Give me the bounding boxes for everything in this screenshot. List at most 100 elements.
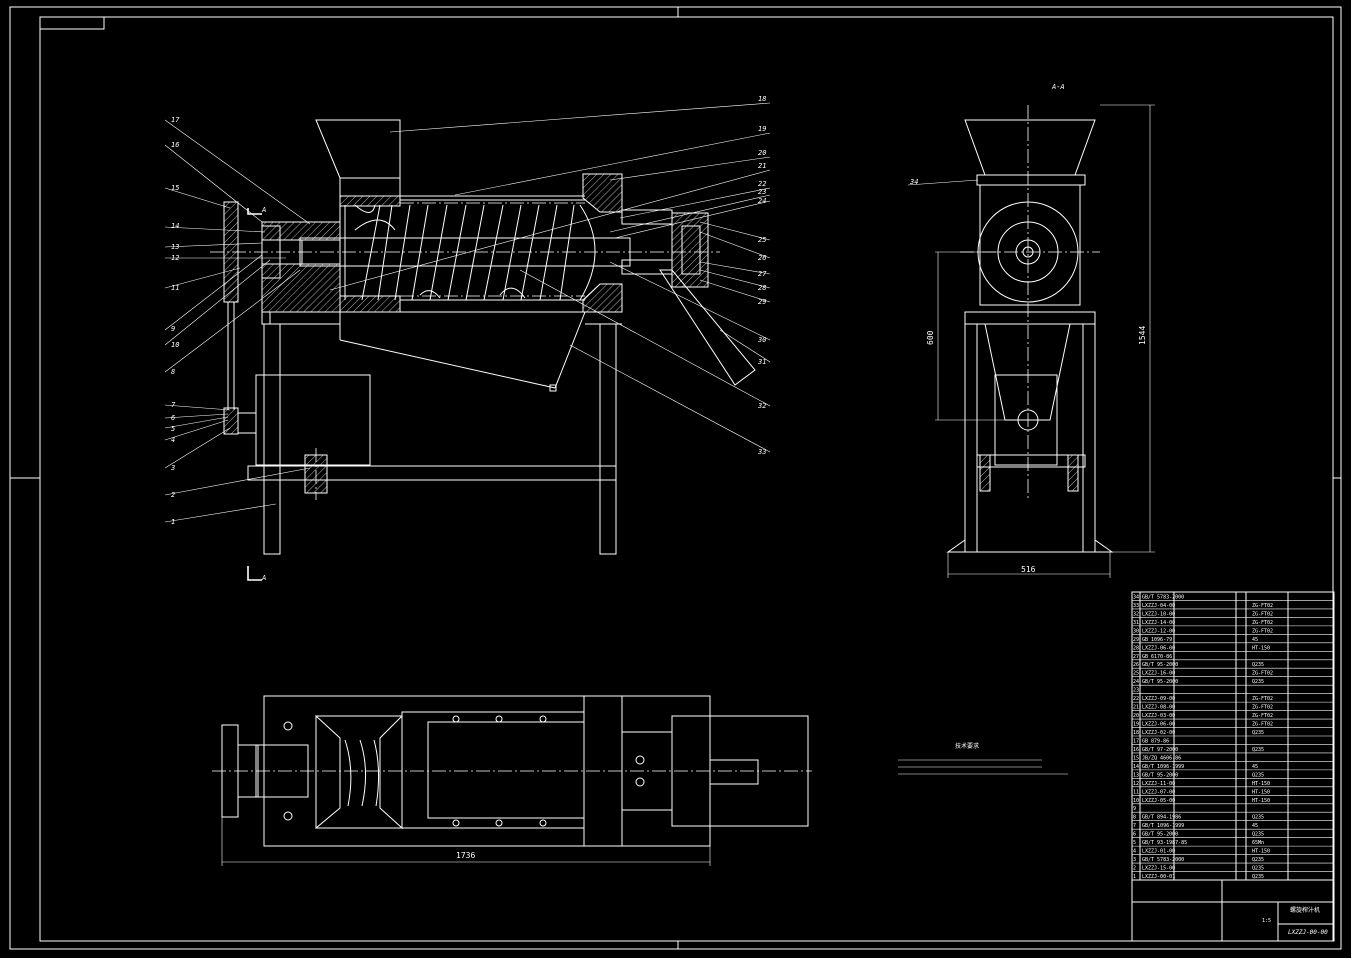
parts-row-no: 34: [1133, 594, 1139, 600]
section-label-a-a: A-A: [1051, 83, 1065, 91]
callout-19: 19: [758, 125, 766, 133]
parts-row-code: GB/T 5783-2000: [1142, 857, 1184, 863]
parts-row-no: 33: [1133, 603, 1139, 609]
parts-row-code: LXZZJ-07-00: [1142, 789, 1175, 795]
parts-row-code: GB/T 95-2000: [1142, 662, 1178, 668]
parts-row-no: 31: [1133, 620, 1139, 626]
callout-31: 31: [757, 358, 766, 366]
parts-row-code: LXZZJ-10-00: [1142, 611, 1175, 617]
parts-row-no: 24: [1133, 679, 1139, 685]
parts-row-code: LXZZJ-14-00: [1142, 620, 1175, 626]
parts-row-material: HT-150: [1252, 849, 1270, 855]
title-drawing-name: 螺旋榨汁机: [1290, 906, 1320, 914]
parts-row-no: 22: [1133, 696, 1139, 702]
parts-row-no: 18: [1133, 730, 1139, 736]
callout-26: 26: [758, 254, 766, 262]
callout-labels-left: 1 2 3 4 5 6 7 8 9 10 11 12 13 14 15 16 1…: [170, 116, 180, 526]
parts-row-code: GB 6170-86: [1142, 654, 1172, 660]
parts-row-code: LXZZJ-09-00: [1142, 696, 1175, 702]
callouts-left: [164, 119, 311, 523]
parts-row-no: 7: [1133, 823, 1136, 829]
parts-row-material: Q235: [1252, 772, 1264, 778]
front-section-view: [210, 119, 756, 581]
callout-23: 23: [758, 188, 766, 196]
parts-row-no: 32: [1133, 611, 1139, 617]
parts-row-no: 6: [1133, 832, 1136, 838]
parts-row-code: LXZZJ-06-00: [1142, 722, 1175, 728]
callout-7: 7: [171, 401, 176, 409]
parts-row-material: HT-150: [1252, 789, 1270, 795]
callout-11: 11: [171, 284, 179, 292]
callout-18: 18: [758, 95, 766, 103]
parts-row-code: LXZZJ-15-00: [1142, 866, 1175, 872]
parts-row-no: 29: [1133, 637, 1139, 643]
parts-row-code: LXZZJ-00-01: [1142, 874, 1175, 880]
parts-row-no: 14: [1133, 764, 1139, 770]
parts-row-no: 30: [1133, 628, 1139, 634]
parts-row-material: ZG-FT02: [1252, 713, 1273, 719]
parts-row-code: GB 879-86: [1142, 738, 1169, 744]
parts-row-code: LXZZJ-12-00: [1142, 628, 1175, 634]
parts-row-material: ZG-FT02: [1252, 628, 1273, 634]
parts-row-material: ZG-FT02: [1252, 705, 1273, 711]
callout-22: 22: [758, 180, 766, 188]
callout-labels-right: 18 19 20 21 22 23 24 25 26 27 28 29 30 3…: [757, 95, 767, 456]
parts-row-code: LXZZJ-03-00: [1142, 713, 1175, 719]
parts-row-no: 1: [1133, 874, 1136, 880]
parts-row-material: HT-150: [1252, 645, 1270, 651]
parts-row-code: GB/T 894-1986: [1142, 815, 1181, 821]
callout-10: 10: [171, 341, 179, 349]
parts-row-no: 27: [1133, 654, 1139, 660]
parts-row-no: 10: [1133, 798, 1139, 804]
parts-row-material: ZG-FT02: [1252, 620, 1273, 626]
parts-row-material: 45: [1252, 637, 1258, 643]
callout-25: 25: [758, 236, 766, 244]
parts-row-no: 13: [1133, 772, 1139, 778]
callout-27: 27: [758, 270, 767, 278]
parts-row-material: Q235: [1252, 857, 1264, 863]
dim-base-width: 516: [1021, 565, 1036, 574]
callouts-right: [329, 102, 771, 453]
parts-row-material: ZG-FT02: [1252, 671, 1273, 677]
section-marker-top: A: [261, 206, 266, 214]
parts-row-material: Q235: [1252, 815, 1264, 821]
parts-row-no: 17: [1133, 738, 1139, 744]
parts-row-code: LXZZJ-05-00: [1142, 798, 1175, 804]
callout-5: 5: [171, 425, 175, 433]
parts-row-no: 25: [1133, 671, 1139, 677]
title-drawing-number: LXZZJ-00-00: [1288, 929, 1328, 936]
callout-6: 6: [171, 414, 175, 422]
parts-row-material: ZG-FT02: [1252, 603, 1273, 609]
callout-33: 33: [757, 448, 766, 456]
parts-row-no: 16: [1133, 747, 1139, 753]
parts-row-no: 11: [1133, 789, 1139, 795]
parts-row-material: 45: [1252, 823, 1258, 829]
parts-row-code: GB 1096-79: [1142, 637, 1172, 643]
parts-row-code: GB/T 95-2000: [1142, 679, 1178, 685]
dim-overall-length: 1736: [456, 851, 475, 860]
parts-row-code: LXZZJ-16-00: [1142, 671, 1175, 677]
side-view-a-a: [907, 104, 1155, 578]
parts-row-code: GB/T 93-1987-85: [1142, 840, 1187, 846]
parts-row-material: Q235: [1252, 832, 1264, 838]
callout-9: 9: [171, 325, 175, 333]
parts-row-no: 9: [1133, 806, 1136, 812]
sheet-frame: [9, 6, 1342, 950]
callout-32: 32: [757, 402, 766, 410]
parts-row-material: ZG-FT02: [1252, 696, 1273, 702]
parts-row-material: 45: [1252, 764, 1258, 770]
top-view: [212, 695, 812, 866]
parts-row-code: LXZZJ-06-00: [1142, 645, 1175, 651]
parts-row-material: HT-150: [1252, 798, 1270, 804]
callout-4: 4: [171, 436, 175, 444]
parts-row-code: LXZZJ-01-00: [1142, 849, 1175, 855]
callout-20: 20: [758, 149, 766, 157]
callout-12: 12: [171, 254, 179, 262]
callout-2: 2: [171, 491, 175, 499]
parts-row-code: LXZZJ-04-00: [1142, 603, 1175, 609]
tech-req-title: 技术要求: [955, 742, 979, 750]
parts-row-no: 5: [1133, 840, 1136, 846]
parts-row-code: GB/T 95-2000: [1142, 772, 1178, 778]
parts-row-material: ZG-FT02: [1252, 611, 1273, 617]
